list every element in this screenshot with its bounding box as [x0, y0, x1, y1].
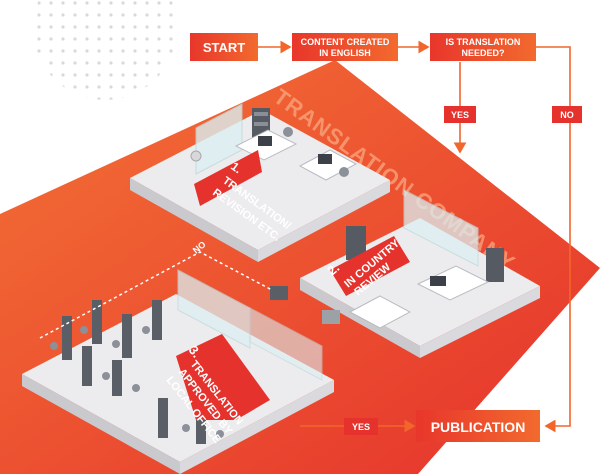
start-label: START: [203, 40, 245, 55]
translation-needed-box: IS TRANSLATION NEEDED?: [430, 33, 536, 61]
no-badge-right: NO: [552, 106, 582, 123]
content-created-line-1: CONTENT CREATED: [301, 37, 390, 47]
dot-pattern: [33, 0, 177, 100]
yes-label-top: YES: [451, 110, 469, 120]
room-1: [130, 103, 390, 262]
yes-badge-top: YES: [444, 106, 476, 123]
start-box: START: [190, 33, 258, 61]
translation-needed-line-1: IS TRANSLATION: [446, 37, 521, 47]
publication-label: PUBLICATION: [431, 419, 526, 435]
content-created-line-2: IN ENGLISH: [319, 48, 371, 58]
room-2: [270, 189, 540, 358]
yes-badge-bottom: YES: [344, 418, 378, 435]
room-3: [22, 269, 334, 474]
content-created-box: CONTENT CREATED IN ENGLISH: [292, 33, 398, 61]
publication-box: PUBLICATION: [416, 410, 540, 442]
no-loop-line: [39, 251, 273, 339]
yes-label-bottom: YES: [352, 422, 370, 432]
translation-needed-line-2: NEEDED?: [461, 48, 504, 58]
no-label-right: NO: [560, 110, 574, 120]
